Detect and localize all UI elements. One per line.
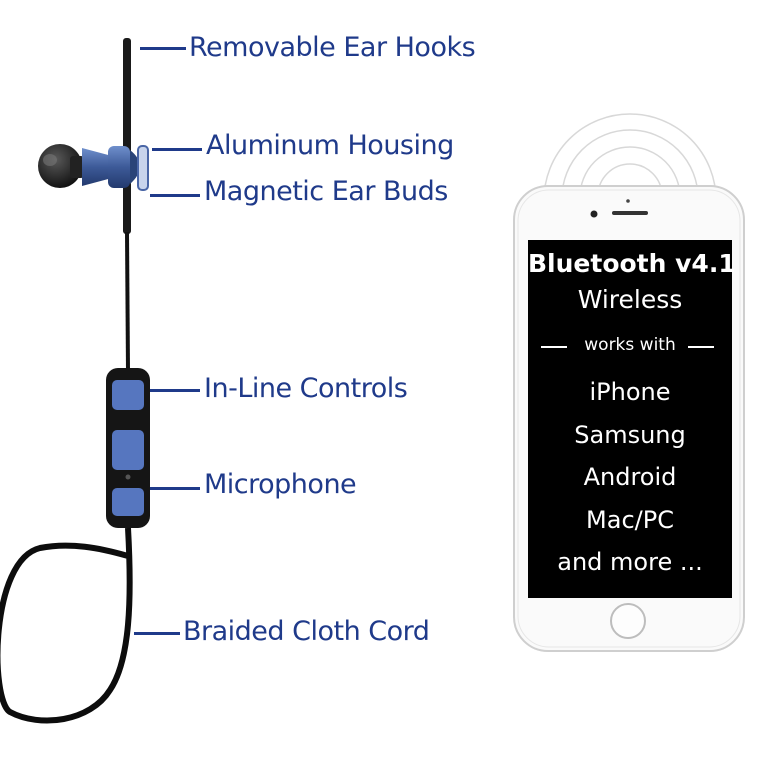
magnetic-leader (150, 194, 200, 197)
screen-works-with: works with (584, 335, 676, 355)
cord-lower (0, 527, 133, 724)
cord-leader (134, 632, 180, 635)
controls-label: In-Line Controls (204, 373, 408, 404)
earbud (38, 144, 149, 191)
screen-rule-left (541, 346, 567, 348)
screen-device-android: Android (583, 463, 677, 491)
cord-upper (125, 231, 130, 373)
screen-subhead: Wireless (577, 285, 683, 314)
earpiece-speaker (612, 211, 648, 215)
bluetooth-signal-waves (543, 113, 717, 201)
controls-leader (150, 389, 200, 392)
phone-screen (528, 240, 732, 598)
screen-headline: Bluetooth v4.1 (528, 249, 736, 278)
magnetic-label: Magnetic Ear Buds (204, 176, 448, 207)
cord-label: Braided Cloth Cord (183, 616, 430, 647)
screen-device-samsung: Samsung (574, 421, 686, 449)
home-button (610, 603, 646, 639)
screen-device-iphone: iPhone (589, 378, 671, 406)
microphone-label: Microphone (204, 469, 357, 500)
screen-rule-right (688, 346, 714, 348)
ear-hooks-leader (140, 47, 186, 50)
front-camera (590, 210, 598, 218)
screen-device-macpc: Mac/PC (586, 506, 674, 534)
housing-leader (152, 148, 202, 151)
microphone-leader (150, 487, 200, 490)
ear-hooks-label: Removable Ear Hooks (189, 32, 476, 63)
housing-label: Aluminum Housing (206, 130, 454, 161)
inline-control-unit (106, 368, 150, 528)
screen-and-more: and more ... (557, 548, 703, 576)
